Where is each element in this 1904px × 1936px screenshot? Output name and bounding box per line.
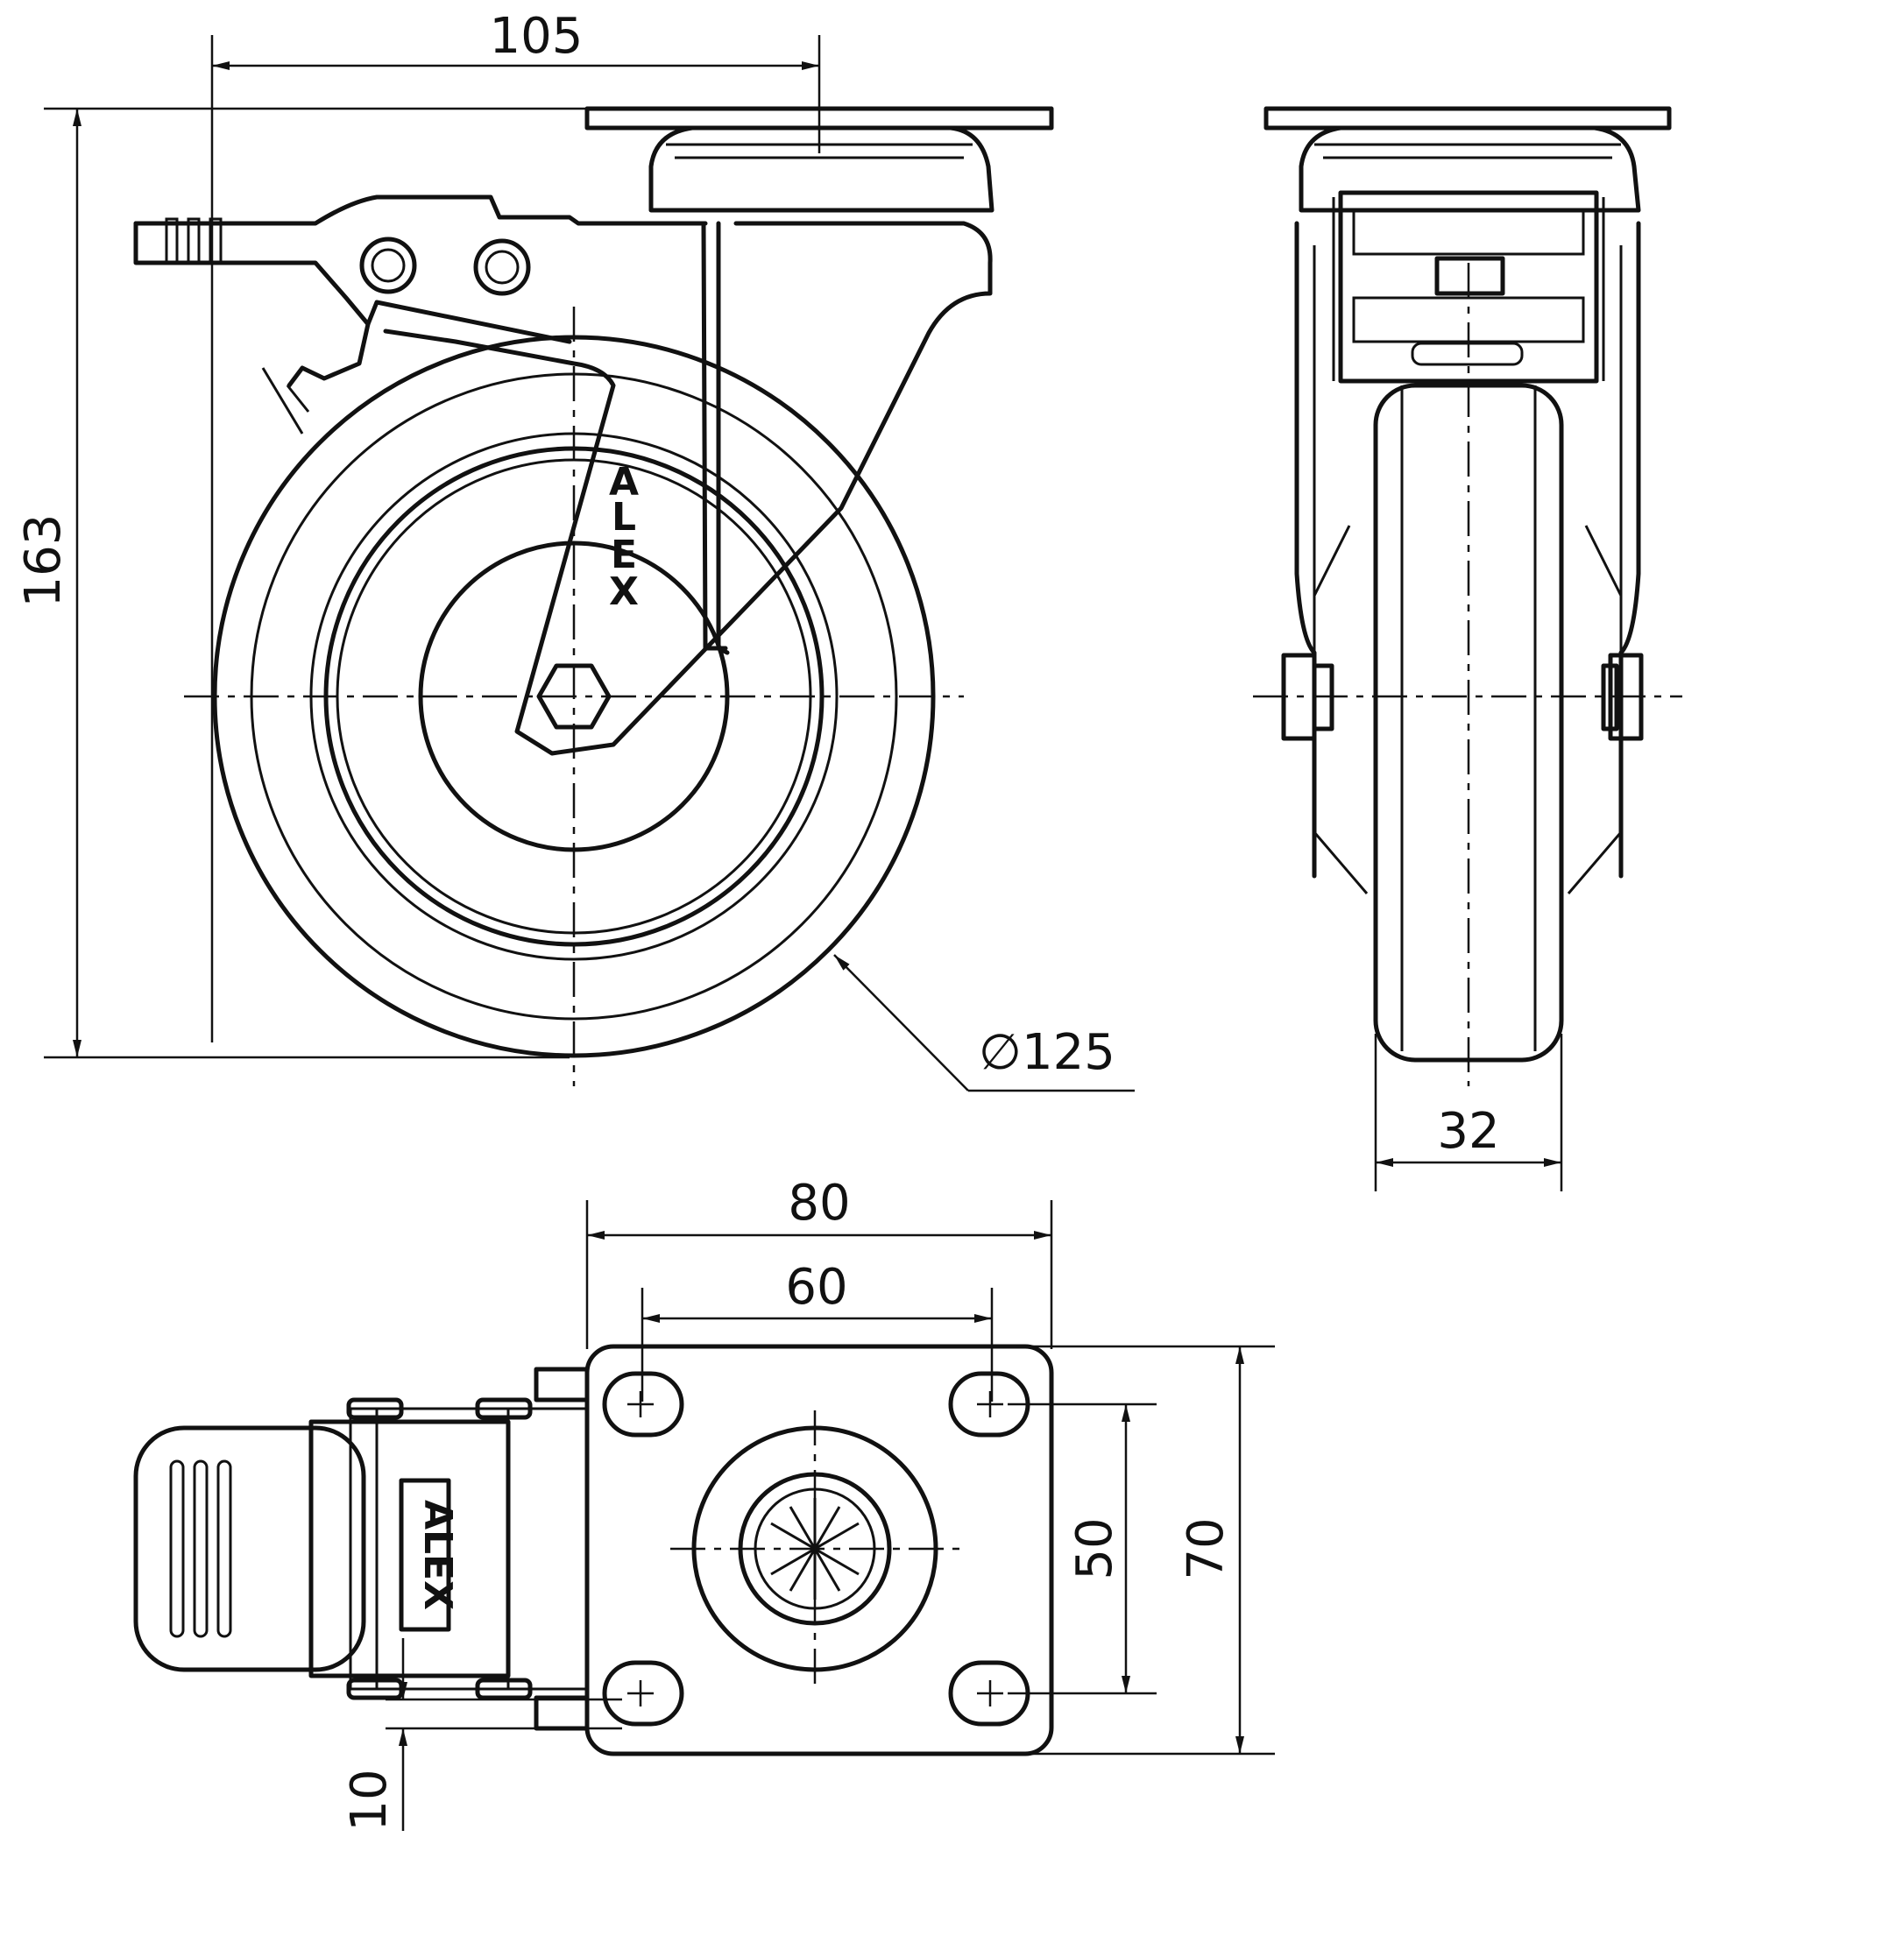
front-top-plate: [1263, 106, 1672, 131]
dim-text-70: 70: [1178, 1517, 1235, 1579]
front-view-dimensions: 32: [1374, 1034, 1563, 1191]
side-brand-letter-x: X: [609, 569, 639, 614]
side-view: A L E X: [133, 106, 1054, 1086]
dim-text-60: 60: [785, 1259, 847, 1316]
dim-text-10: 10: [341, 1769, 398, 1831]
side-rivet-1: [359, 237, 417, 294]
front-brake-housing: [1338, 190, 1599, 384]
front-swivel-head: [1299, 125, 1641, 213]
side-rivet-2: [473, 238, 531, 296]
top-brand-label: ALEX: [415, 1500, 460, 1610]
dim-text-32: 32: [1437, 1103, 1499, 1160]
top-body: [308, 1419, 511, 1678]
side-view-dimensions: 105 163 ∅125: [15, 8, 1135, 1092]
top-view-dimensions: 80 60 50 70 10: [341, 1175, 1275, 1832]
side-axle-nut: [536, 663, 612, 730]
dim-leader-125: [833, 954, 969, 1092]
top-view: ALEX: [133, 1344, 1054, 1756]
top-brand-plate: [399, 1478, 451, 1632]
dim-text-80: 80: [788, 1175, 850, 1232]
side-brand-letter-a: A: [609, 460, 639, 505]
side-brand-letter-e: E: [611, 533, 637, 577]
front-view: [1253, 106, 1682, 1086]
dim-text-50: 50: [1066, 1517, 1123, 1579]
dim-text-163: 163: [15, 514, 72, 608]
top-brake-pedal: [133, 1425, 366, 1672]
dim-text-125: ∅125: [979, 1024, 1115, 1081]
side-swivel-head: [648, 125, 994, 213]
dim-text-105: 105: [490, 8, 584, 65]
side-brake-lever: [133, 221, 371, 388]
top-slot-bl: [602, 1660, 684, 1727]
side-brand-letter-l: L: [612, 495, 636, 540]
